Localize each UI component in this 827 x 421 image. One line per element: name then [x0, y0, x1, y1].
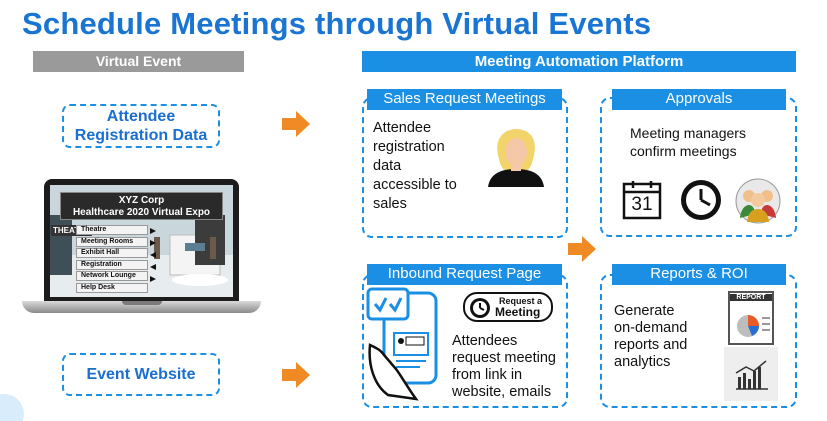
analytics-tile	[724, 347, 778, 401]
text-line: data	[373, 158, 402, 174]
approvals-header: Approvals	[612, 89, 786, 110]
attendee-line1: Attendee	[106, 108, 176, 125]
inbound-request-text: Attendees request meeting from link in w…	[452, 333, 556, 401]
text-line: Attendees	[452, 333, 518, 349]
arrow-right-icon	[282, 111, 310, 137]
laptop-notch	[122, 301, 162, 305]
theatre-sign: THEATRE	[51, 225, 93, 236]
event-website-label: Event Website	[86, 366, 196, 383]
expo-menu: Theatre Meeting Rooms Exhibit Hall Regis…	[76, 225, 148, 295]
laptop-base	[22, 301, 261, 313]
text-line: Meeting managers	[630, 125, 746, 141]
text-line: on-demand	[614, 320, 688, 336]
sales-request-header: Sales Request Meetings	[367, 89, 562, 110]
report-label: REPORT	[730, 294, 772, 301]
text-line: from link in	[452, 367, 523, 383]
expo-banner: XYZ Corp Healthcare 2020 Virtual Expo	[60, 192, 223, 220]
reports-roi-header: Reports & ROI	[612, 264, 786, 285]
decorative-blob	[0, 394, 24, 421]
bar-chart-icon	[735, 360, 768, 390]
text-line: Generate	[614, 303, 675, 319]
calendar-icon: 31	[622, 180, 662, 220]
expo-company: XYZ Corp	[118, 195, 165, 206]
attendee-line2: Registration Data	[74, 127, 208, 144]
attendee-registration-box: Attendee Registration Data	[62, 104, 220, 148]
text-line: analytics	[614, 354, 671, 370]
meeting-automation-header: Meeting Automation Platform	[362, 51, 796, 72]
text-line: confirm meetings	[630, 143, 737, 159]
menu-item-network-lounge[interactable]: Network Lounge	[76, 271, 148, 281]
text-line: request meeting	[452, 350, 556, 366]
menu-item-help-desk[interactable]: Help Desk	[76, 282, 148, 293]
arrow-right-icon	[282, 362, 310, 388]
request-button-line1: Request a	[499, 296, 543, 306]
sales-request-text: Attendee registration data accessible to…	[373, 119, 457, 214]
phone-hand-icon	[366, 287, 438, 401]
menu-arrows	[150, 228, 156, 282]
text-line: accessible to	[373, 177, 457, 193]
request-button-line2: Meeting	[495, 305, 541, 319]
expo-title: Healthcare 2020 Virtual Expo	[72, 207, 211, 218]
reports-roi-text: Generate on-demand reports and analytics	[614, 303, 687, 371]
clock-icon	[681, 180, 721, 220]
virtual-event-header: Virtual Event	[33, 51, 244, 72]
clock-icon	[470, 298, 490, 318]
text-line: registration	[373, 139, 445, 155]
pie-chart-icon	[737, 315, 770, 337]
text-line: Attendee	[373, 120, 432, 136]
menu-item-meeting-rooms[interactable]: Meeting Rooms	[76, 236, 148, 247]
request-meeting-button[interactable]: Request a Meeting	[463, 292, 553, 322]
calendar-day: 31	[631, 194, 653, 215]
text-line: website, emails	[452, 384, 552, 400]
team-icon	[735, 178, 781, 224]
menu-item-exhibit-hall[interactable]: Exhibit Hall	[76, 248, 148, 258]
inbound-request-header: Inbound Request Page	[367, 264, 562, 285]
text-line: sales	[373, 196, 407, 212]
approvals-text: Meeting managers confirm meetings	[630, 124, 746, 160]
event-website-box: Event Website	[62, 353, 220, 396]
text-line: reports and	[614, 337, 688, 353]
page-title: Schedule Meetings through Virtual Events	[22, 6, 652, 41]
sales-person-icon	[488, 129, 544, 187]
arrow-right-icon	[568, 236, 596, 262]
report-icon: REPORT	[728, 291, 774, 345]
menu-item-registration[interactable]: Registration	[76, 259, 148, 270]
menu-item-theatre[interactable]: Theatre	[76, 225, 148, 235]
